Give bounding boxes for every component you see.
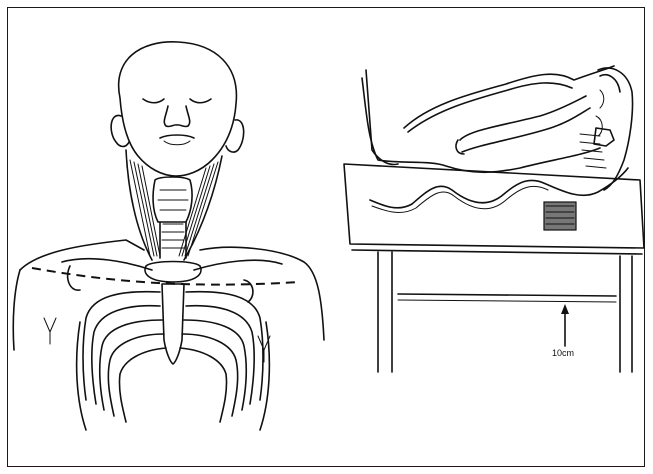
height-scale-marker: 10cm: [552, 304, 574, 358]
neck-muscles: [126, 150, 222, 260]
table-crossbar: [398, 294, 616, 296]
manubrium: [145, 262, 201, 283]
left-shoulder: [20, 240, 144, 270]
sternum: [162, 284, 184, 364]
scale-label: 10cm: [552, 348, 574, 358]
body-outline-bottom: [370, 168, 628, 208]
body-outline-top: [362, 78, 600, 172]
left-eye: [143, 99, 164, 103]
right-eye: [190, 99, 211, 103]
left-clavicle: [62, 259, 152, 270]
cervical-spine: [580, 134, 606, 168]
head: [111, 42, 244, 176]
supine-position-illustration: 10cm: [344, 66, 644, 372]
right-clavicle: [194, 260, 282, 270]
left-nipple-mark: [44, 318, 56, 344]
table-leg-left: [378, 252, 392, 372]
neck-chest-illustration: [13, 42, 324, 430]
table-top: [344, 164, 644, 248]
table-leg-right: [620, 256, 632, 372]
rib-cage: [77, 292, 270, 430]
